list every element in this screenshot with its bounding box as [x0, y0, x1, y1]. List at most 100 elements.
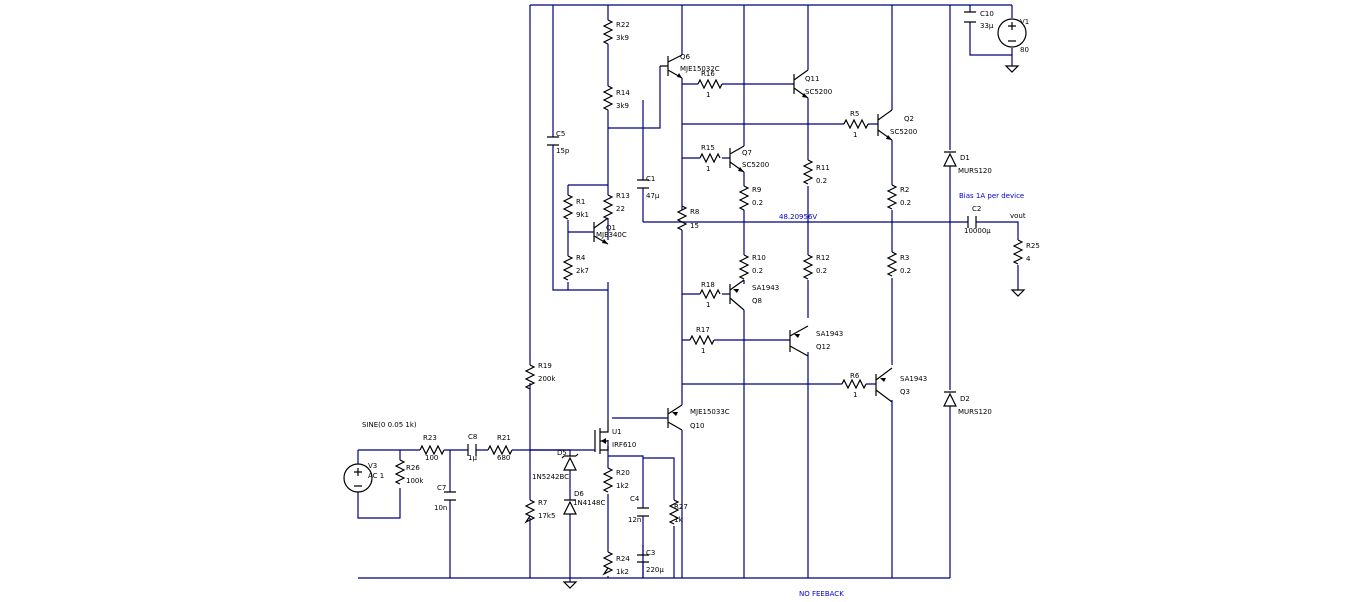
q3-name: Q3 — [900, 388, 910, 396]
r4-value: 2k7 — [576, 267, 589, 275]
bias-note: Bias 1A per device — [959, 192, 1024, 200]
wires — [357, 4, 1019, 582]
r12-value: 0.2 — [816, 267, 827, 275]
resistor-r23 — [419, 444, 445, 456]
c10-name: C10 — [980, 10, 994, 18]
q11-model: SC5200 — [805, 88, 832, 96]
c5-value: 15p — [556, 147, 570, 155]
d1-model: MURS120 — [958, 167, 992, 175]
components — [343, 11, 1027, 589]
r19-name: R19 — [538, 362, 552, 370]
capacitor-c10 — [964, 11, 976, 23]
d1-name: D1 — [960, 154, 970, 162]
r14-value: 3k9 — [616, 102, 629, 110]
v1-value: 80 — [1020, 46, 1029, 54]
r9-value: 0.2 — [752, 199, 763, 207]
r23-name: R23 — [423, 434, 437, 442]
node-voltage: 48.20956V — [779, 213, 817, 221]
transistor-q8 — [729, 279, 745, 311]
transistor-q6 — [660, 54, 683, 79]
capacitor-c3 — [637, 554, 649, 563]
q7-name: Q7 — [742, 149, 752, 157]
q2-name: Q2 — [904, 115, 914, 123]
q6-model: MJE15032C — [680, 65, 720, 73]
c8-name: C8 — [468, 433, 477, 441]
q8-name: Q8 — [752, 297, 762, 305]
r7-name: R7 — [538, 499, 547, 507]
resistor-r20 — [602, 467, 614, 493]
u1-model: IRF610 — [612, 441, 636, 449]
r21-name: R21 — [497, 434, 511, 442]
ground-v1 — [1004, 65, 1020, 73]
r26-name: R26 — [406, 464, 420, 472]
ground-main — [562, 581, 578, 589]
r23-value: 100 — [425, 454, 438, 462]
transistor-q3 — [875, 367, 893, 403]
footer-note: NO FEEBACK — [799, 590, 844, 598]
resistor-r11 — [802, 159, 814, 185]
u1-name: U1 — [612, 428, 622, 436]
c2-name: C2 — [972, 205, 981, 213]
q3-model: SA1943 — [900, 375, 927, 383]
capacitor-c8 — [467, 444, 477, 456]
q8-model: SA1943 — [752, 284, 779, 292]
sine-directive: SINE(0 0.05 1k) — [362, 421, 417, 429]
r11-value: 0.2 — [816, 177, 827, 185]
r12-name: R12 — [816, 254, 830, 262]
r3-value: 0.2 — [900, 267, 911, 275]
q6-name: Q6 — [680, 53, 691, 61]
r6-value: 1 — [853, 391, 857, 399]
q7-model: SC5200 — [742, 161, 769, 169]
r27-name: R27 — [674, 503, 688, 511]
resistor-r8 — [676, 205, 688, 231]
r21-value: 680 — [497, 454, 510, 462]
transistor-q2 — [877, 109, 893, 141]
c1-value: 47µ — [646, 192, 660, 200]
r20-value: 1k2 — [616, 482, 629, 490]
r5-value: 1 — [853, 131, 857, 139]
r26-value: 100k — [406, 477, 424, 485]
voltage-source-v3 — [343, 463, 373, 493]
resistor-r22 — [602, 19, 614, 45]
diode-d6 — [563, 499, 577, 515]
r10-name: R10 — [752, 254, 766, 262]
q10-name: Q10 — [690, 422, 704, 430]
resistor-r1 — [562, 194, 574, 220]
r25-name: R25 — [1026, 242, 1040, 250]
resistor-r17 — [689, 334, 715, 346]
r15-value: 1 — [706, 165, 710, 173]
q2-model: SC5200 — [890, 128, 917, 136]
resistor-r9 — [738, 185, 750, 211]
voltage-source-v1 — [997, 18, 1027, 48]
c2-value: 10000µ — [964, 227, 991, 235]
c4-value: 12n — [628, 516, 641, 524]
resistor-r16 — [697, 78, 723, 90]
d2-model: MURS120 — [958, 408, 992, 416]
capacitor-c5 — [547, 136, 559, 146]
resistor-r10 — [738, 254, 750, 280]
r22-value: 3k9 — [616, 34, 629, 42]
c7-value: 10n — [434, 504, 447, 512]
resistor-r27 — [668, 499, 680, 525]
r11-name: R11 — [816, 164, 830, 172]
r6-name: R6 — [850, 372, 860, 380]
v1-name: V1 — [1020, 18, 1029, 26]
resistor-r14 — [602, 85, 614, 111]
q1-model: MJE340C — [596, 231, 627, 239]
c3-name: C3 — [646, 549, 655, 557]
transistor-q10 — [667, 404, 683, 431]
transistor-q12 — [789, 325, 809, 357]
transistor-q11 — [792, 69, 809, 99]
c10-value: 33µ — [980, 22, 994, 30]
resistor-r26 — [394, 459, 406, 485]
r17-name: R17 — [696, 326, 710, 334]
r20-name: R20 — [616, 469, 630, 477]
r19-value: 200k — [538, 375, 556, 383]
r18-value: 1 — [706, 301, 710, 309]
v3-name: V3 — [368, 462, 377, 470]
r18-name: R18 — [701, 281, 715, 289]
r2-value: 0.2 — [900, 199, 911, 207]
resistor-r21 — [487, 444, 513, 456]
c7-name: C7 — [437, 484, 446, 492]
